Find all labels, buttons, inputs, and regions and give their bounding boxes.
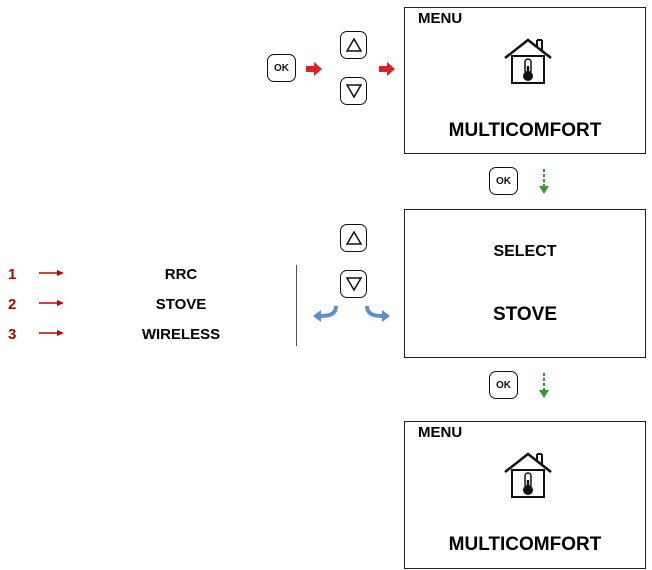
house-thermometer-icon bbox=[504, 452, 552, 498]
option-number-2: 2 bbox=[8, 296, 17, 313]
blue-curved-arrow-right-icon bbox=[365, 305, 390, 322]
green-dotted-arrow-down-icon bbox=[539, 169, 549, 194]
option-number-3: 3 bbox=[8, 326, 17, 343]
down-button-top[interactable] bbox=[340, 77, 367, 105]
selected-value: STOVE bbox=[492, 304, 558, 325]
triangle-down-icon bbox=[345, 277, 362, 292]
up-button-select[interactable] bbox=[340, 224, 367, 252]
ok-button-label: OK bbox=[496, 379, 511, 391]
screen-title: MULTICOMFORT bbox=[448, 120, 602, 141]
option-arrow-right-icon bbox=[39, 330, 64, 336]
menu-label: MENU bbox=[418, 10, 463, 27]
ok-button-step-2[interactable]: OK bbox=[489, 371, 518, 399]
select-header: SELECT bbox=[493, 243, 557, 260]
blue-curved-arrow-left-icon bbox=[313, 305, 338, 322]
green-dotted-arrow-down-icon bbox=[539, 373, 549, 398]
display-screen-menu: MENU MULTICOMFORT bbox=[404, 7, 646, 154]
triangle-up-icon bbox=[345, 37, 362, 52]
display-screen-select: SELECT STOVE bbox=[404, 209, 646, 358]
option-arrow-right-icon bbox=[39, 300, 64, 306]
ok-button-label: OK bbox=[274, 62, 289, 74]
up-button-top[interactable] bbox=[340, 31, 367, 59]
option-name-wireless: WIRELESS bbox=[141, 326, 221, 343]
down-button-select[interactable] bbox=[340, 270, 367, 298]
ok-button-top[interactable]: OK bbox=[267, 54, 296, 82]
red-arrow-right-icon bbox=[306, 62, 322, 76]
option-arrow-right-icon bbox=[39, 270, 64, 276]
ok-button-label: OK bbox=[496, 175, 511, 187]
house-thermometer-icon bbox=[504, 38, 552, 84]
screen-title: MULTICOMFORT bbox=[448, 534, 602, 555]
divider-line bbox=[296, 265, 297, 346]
display-screen-menu-final: MENU MULTICOMFORT bbox=[404, 421, 646, 569]
triangle-down-icon bbox=[345, 84, 362, 99]
option-name-stove: STOVE bbox=[155, 296, 207, 313]
triangle-up-icon bbox=[345, 230, 362, 245]
ok-button-step-1[interactable]: OK bbox=[489, 167, 518, 195]
option-name-rrc: RRC bbox=[164, 266, 198, 283]
red-arrow-right-icon bbox=[379, 62, 395, 76]
option-number-1: 1 bbox=[8, 266, 17, 283]
menu-label: MENU bbox=[418, 424, 463, 441]
